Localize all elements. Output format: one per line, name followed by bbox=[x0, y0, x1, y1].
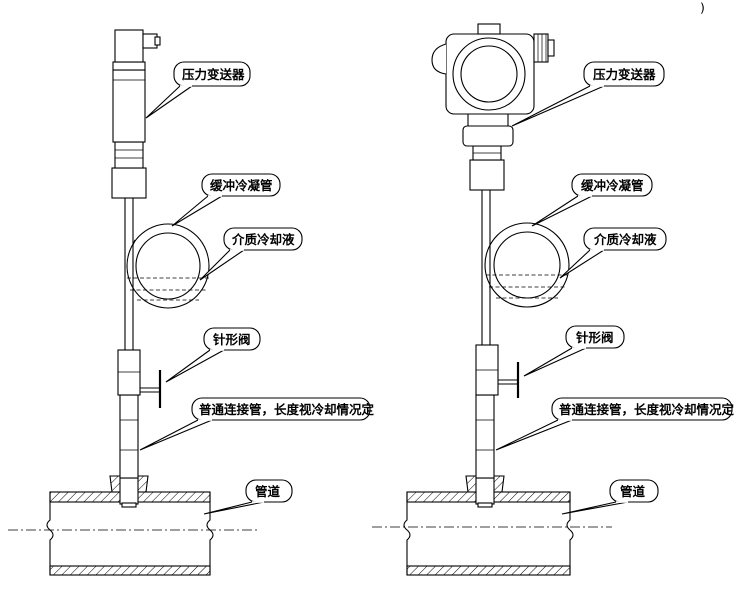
right-callouts: 压力变送器 缓冲冷凝管 介质冷却液 针形阀 普通连接管，长度视冷却情况定 bbox=[495, 61, 735, 515]
label-buffer-tube-right: 缓冲冷凝管 bbox=[581, 178, 644, 193]
label-pipeline-right: 管道 bbox=[620, 484, 646, 499]
label-needle-valve-right: 针形阀 bbox=[576, 330, 614, 345]
right-needle-valve bbox=[475, 344, 520, 398]
label-buffer-tube-left: 缓冲冷凝管 bbox=[210, 178, 273, 193]
right-buffer-coil bbox=[484, 222, 570, 308]
left-needle-valve bbox=[117, 349, 162, 408]
corner-mark: ) bbox=[700, 0, 705, 15]
right-assembly: 压力变送器 缓冲冷凝管 介质冷却液 针形阀 普通连接管，长度视冷却情况定 bbox=[372, 23, 735, 576]
right-fittings bbox=[469, 145, 505, 191]
left-weld-boss bbox=[109, 475, 149, 508]
left-assembly: 压力变送器 缓冲冷凝管 介质冷却液 针形阀 普通连接管，长度视冷却情况定 bbox=[8, 29, 375, 576]
label-pipeline-left: 管道 bbox=[255, 484, 281, 499]
label-needle-valve-left: 针形阀 bbox=[213, 332, 251, 347]
left-transmitter bbox=[112, 29, 161, 143]
left-buffer-coil bbox=[126, 223, 210, 309]
label-coolant-right: 介质冷却液 bbox=[593, 232, 657, 247]
right-transmitter bbox=[431, 23, 555, 147]
label-connector-pipe-right: 普通连接管，长度视冷却情况定 bbox=[559, 402, 735, 417]
label-transmitter-left: 压力变送器 bbox=[182, 67, 245, 82]
right-impulse-tube bbox=[481, 190, 491, 345]
label-connector-pipe-left: 普通连接管，长度视冷却情况定 bbox=[199, 402, 375, 417]
left-callouts: 压力变送器 缓冲冷凝管 介质冷却液 针形阀 普通连接管，长度视冷却情况定 bbox=[139, 61, 375, 515]
label-transmitter-right: 压力变送器 bbox=[593, 67, 656, 82]
right-weld-boss bbox=[465, 475, 505, 508]
right-connector-pipe bbox=[475, 394, 495, 479]
label-coolant-left: 介质冷却液 bbox=[231, 232, 295, 247]
left-connector-pipe bbox=[119, 394, 139, 479]
left-impulse-tube bbox=[124, 198, 134, 350]
left-fittings bbox=[111, 141, 147, 199]
